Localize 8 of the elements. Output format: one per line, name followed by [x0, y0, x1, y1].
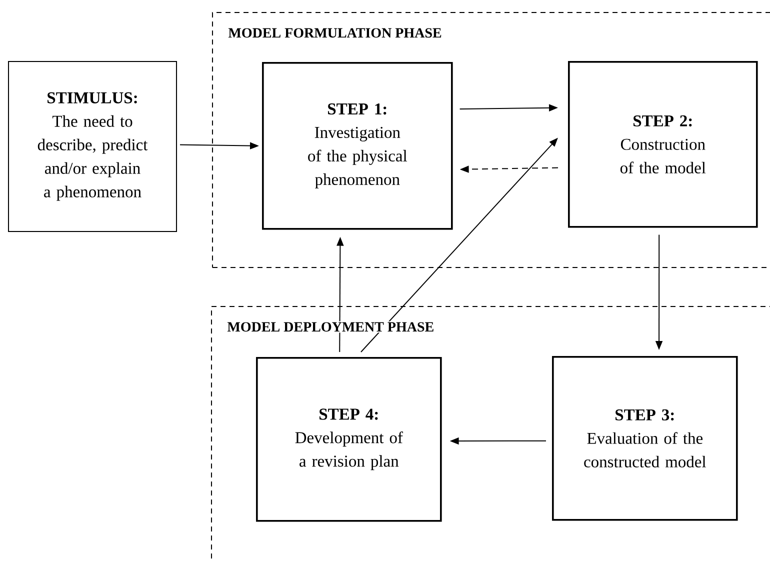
step-box: STIMULUS: The need to describe, predict and/or explain a phenomenon: [8, 61, 177, 232]
phase-title: MODEL FORMULATION PHASE: [227, 27, 443, 39]
step-box: STEP 1: Investigation of the physical phenomenon: [262, 62, 453, 230]
step-box: STEP 4: Development of a revision plan: [256, 357, 442, 522]
step-box: STEP 3: Evaluation of the constructed model: [552, 356, 738, 521]
phase-region: [212, 12, 770, 268]
phase-title: MODEL DEPLOYMENT PHASE: [226, 321, 436, 333]
step-box: STEP 2: Construction of the model: [568, 61, 758, 228]
